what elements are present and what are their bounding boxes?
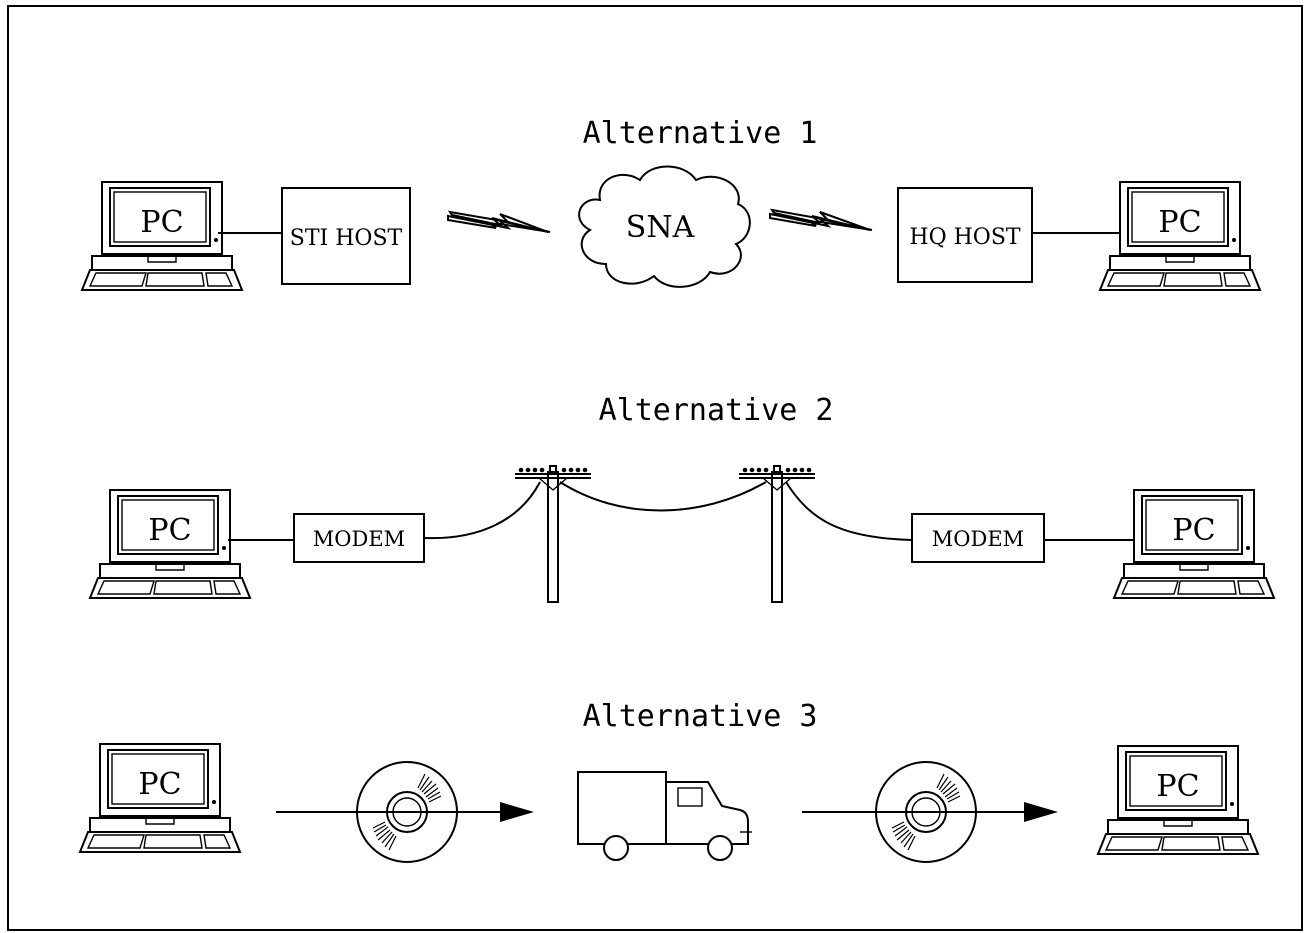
hq-host-label: HQ HOST xyxy=(909,225,1021,250)
right-modem-label: MODEM xyxy=(932,527,1024,551)
hq-host-box: HQ HOST xyxy=(897,187,1033,283)
phone-line xyxy=(559,481,767,512)
alternative-1: Alternative 1 PC STI HOST SNA HQ HOST xyxy=(81,116,1261,291)
delivery-truck-icon xyxy=(577,771,752,861)
modem-box: MODEM xyxy=(911,513,1045,563)
alternative-3-title: Alternative 3 xyxy=(583,699,818,734)
alternative-2-title: Alternative 2 xyxy=(599,393,834,428)
left-modem-label: MODEM xyxy=(313,527,405,551)
arrow-head-icon xyxy=(500,802,534,822)
alt3-right-pc-label: PC xyxy=(1156,769,1199,804)
alt2-right-pc-label: PC xyxy=(1172,513,1215,548)
alternative-3: Alternative 3 PC PC xyxy=(79,699,1259,863)
telephone-pole-icon xyxy=(514,465,592,603)
alternative-2: Alternative 2 PC MODEM MODEM PC xyxy=(89,393,1275,603)
sna-cloud-icon: SNA xyxy=(578,165,751,288)
lightning-link-icon xyxy=(769,208,873,231)
lightning-link-icon xyxy=(447,210,551,233)
modem-box: MODEM xyxy=(293,513,425,563)
phone-line xyxy=(785,481,913,541)
arrow-head-icon xyxy=(1024,802,1058,822)
sti-host-box: STI HOST xyxy=(281,187,411,285)
sna-label: SNA xyxy=(626,210,695,245)
telephone-pole-icon xyxy=(738,465,816,603)
alt1-right-pc-label: PC xyxy=(1158,205,1201,240)
alternative-1-title: Alternative 1 xyxy=(583,116,818,151)
sti-host-label: STI HOST xyxy=(290,226,403,251)
phone-line xyxy=(423,481,541,540)
frame xyxy=(7,5,1303,931)
alt1-left-pc-label: PC xyxy=(140,205,183,240)
alt3-left-pc-label: PC xyxy=(138,767,181,802)
alt2-left-pc-label: PC xyxy=(148,513,191,548)
